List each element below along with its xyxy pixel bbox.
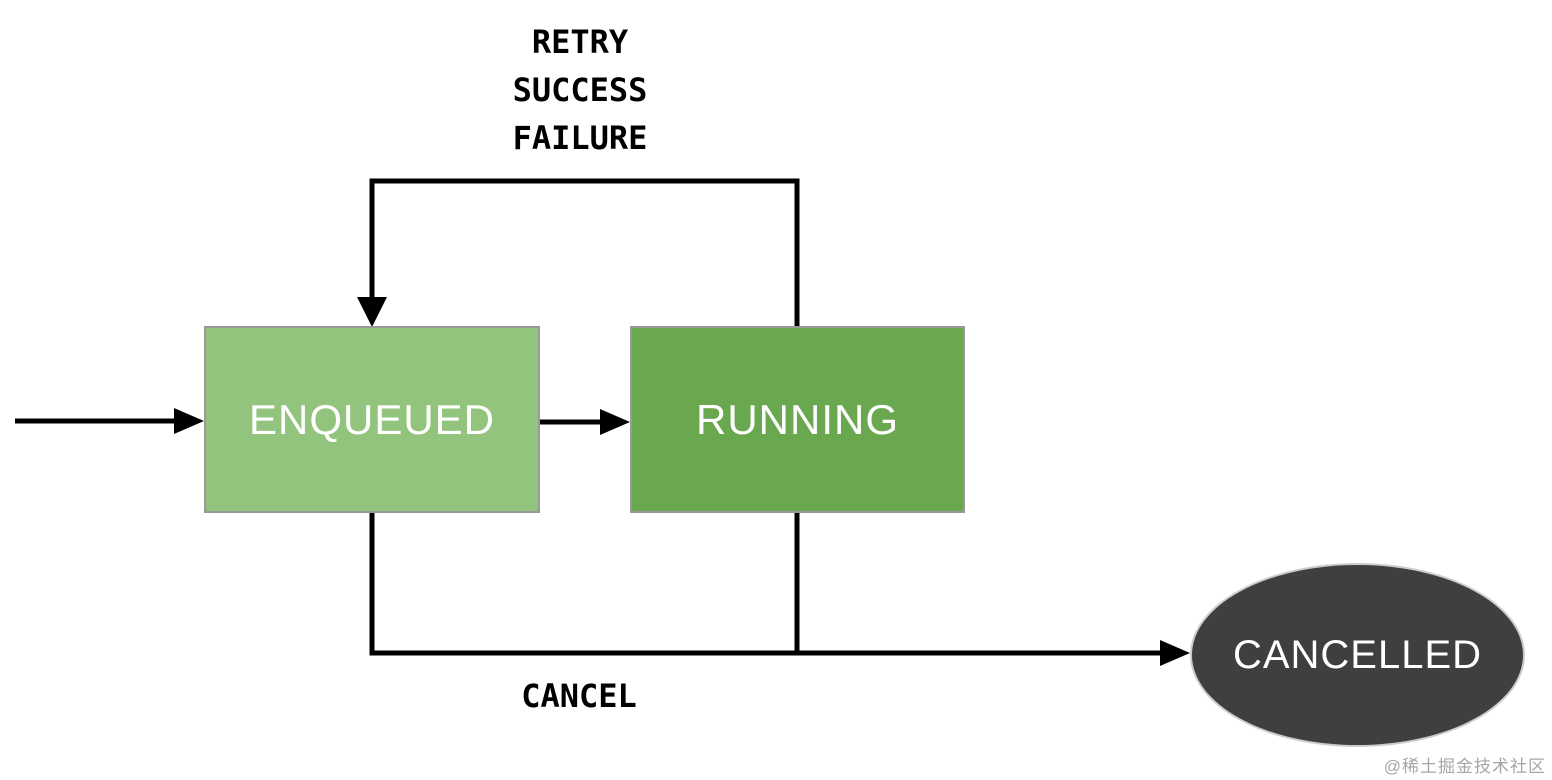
entry-arrow xyxy=(15,408,204,434)
retry-loop-arrow xyxy=(357,178,800,327)
enqueued-to-running-arrow xyxy=(540,409,630,435)
watermark: @稀土掘金技术社区 xyxy=(1383,757,1546,776)
loop-edge-label: RETRY SUCCESS FAILURE xyxy=(430,18,730,162)
success-label: SUCCESS xyxy=(512,71,648,109)
cancel-edge-label: CANCEL xyxy=(521,677,637,715)
node-cancelled: CANCELLED xyxy=(1190,563,1525,747)
retry-label: RETRY xyxy=(531,23,629,61)
node-running: RUNNING xyxy=(630,326,965,513)
failure-label: FAILURE xyxy=(512,119,648,157)
cancel-arrow xyxy=(369,513,1190,666)
node-enqueued: ENQUEUED xyxy=(204,326,540,513)
